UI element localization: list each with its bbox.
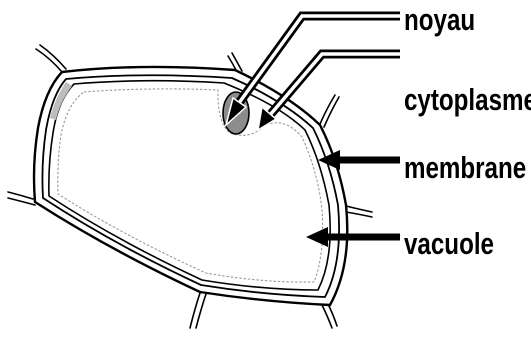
wall-left-outer	[8, 192, 33, 199]
cell-wall	[34, 67, 347, 305]
label-vacuole: vacuole	[404, 226, 494, 261]
wall-right-outer	[346, 206, 372, 212]
wall-right-inner	[346, 212, 372, 217]
wall-top-inner	[232, 53, 242, 71]
labels: noyau cytoplasme membrane vacuole	[404, 2, 531, 261]
wall-top-left-inner	[40, 45, 66, 69]
label-membrane: membrane	[404, 150, 526, 185]
label-noyau: noyau	[404, 2, 475, 37]
wall-bottom-outer	[190, 293, 200, 328]
label-cytoplasme: cytoplasme	[404, 82, 531, 117]
